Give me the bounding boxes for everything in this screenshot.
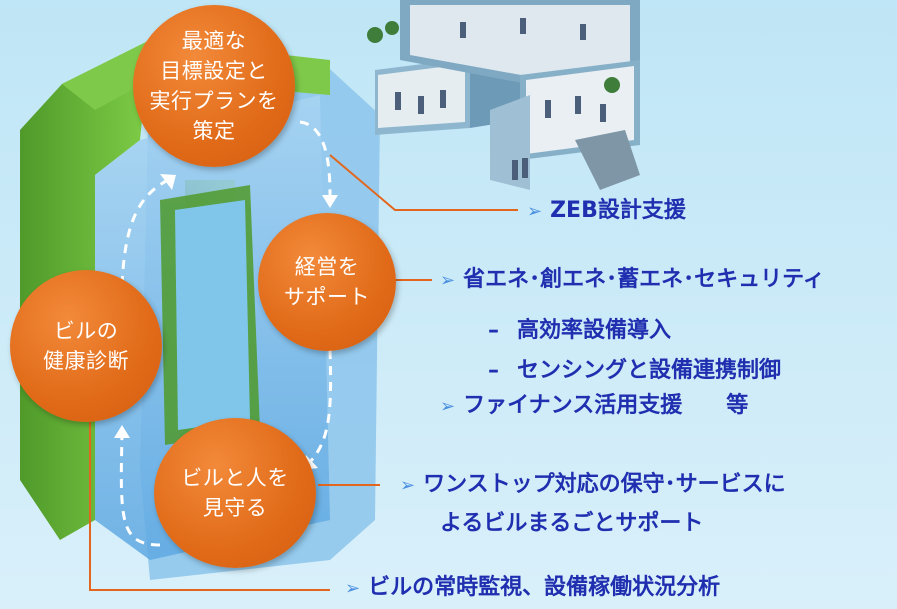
bullet-onestop: ➢ ワンストップ対応の保守･サービスに — [400, 471, 786, 500]
dash-marker: – — [488, 358, 499, 383]
bullet-text: ZEB設計支援 — [550, 198, 686, 223]
office-building-illustration — [367, 0, 640, 190]
bullet-energy: ➢ 省エネ･創エネ･蓄エネ･セキュリティ — [440, 266, 825, 295]
circle-text: 目標設定と — [160, 59, 268, 83]
circle-text: 実行プランを — [149, 89, 279, 113]
bullet-marker-icon: ➢ — [400, 475, 416, 496]
circle-management-support: 経営を サポート — [258, 213, 396, 351]
bullet-marker-icon: ➢ — [440, 396, 456, 417]
circle-text: ビルの — [53, 319, 119, 343]
circle-text: 見守る — [202, 496, 268, 520]
bullet-text: ワンストップ対応の保守･サービスに — [423, 472, 786, 497]
circle-text: サポート — [284, 285, 370, 309]
sub-item-text: センシングと設備連携制御 — [517, 358, 782, 383]
sub-item-text: 高効率設備導入 — [517, 318, 672, 343]
bullet-onestop-continued: よるビルまるごとサポート — [440, 510, 703, 538]
bullet-finance: ➢ ファイナンス活用支援 等 — [440, 392, 748, 421]
bullet-monitoring: ➢ ビルの常時監視、設備稼働状況分析 — [345, 574, 720, 603]
circle-text: 健康診断 — [43, 349, 129, 373]
circle-text: ビルと人を — [181, 466, 289, 490]
circle-text: 最適な — [181, 29, 247, 53]
circle-plan-strategy: 最適な 目標設定と 実行プランを 策定 — [133, 5, 295, 167]
bullet-zeb: ➢ ZEB設計支援 — [527, 197, 686, 226]
bullet-text: よるビルまるごとサポート — [440, 511, 704, 536]
flow-arrows — [119, 120, 333, 547]
sub-item-sensing: –センシングと設備連携制御 — [488, 352, 781, 384]
bullet-text: 省エネ･創エネ･蓄エネ･セキュリティ — [463, 267, 825, 292]
sub-item-efficiency: –高効率設備導入 — [488, 312, 671, 344]
bullet-text: ファイナンス活用支援 等 — [463, 393, 749, 418]
circle-watch-over: ビルと人を 見守る — [154, 418, 316, 568]
bullet-marker-icon: ➢ — [440, 270, 456, 291]
dash-marker: – — [488, 318, 499, 343]
bullet-marker-icon: ➢ — [345, 578, 361, 599]
circle-text: 策定 — [192, 119, 236, 143]
bullet-marker-icon: ➢ — [527, 201, 543, 222]
circle-building-diagnosis: ビルの 健康診断 — [10, 270, 162, 422]
bullet-text: ビルの常時監視、設備稼働状況分析 — [368, 575, 721, 600]
circle-text: 経営を — [294, 255, 360, 279]
